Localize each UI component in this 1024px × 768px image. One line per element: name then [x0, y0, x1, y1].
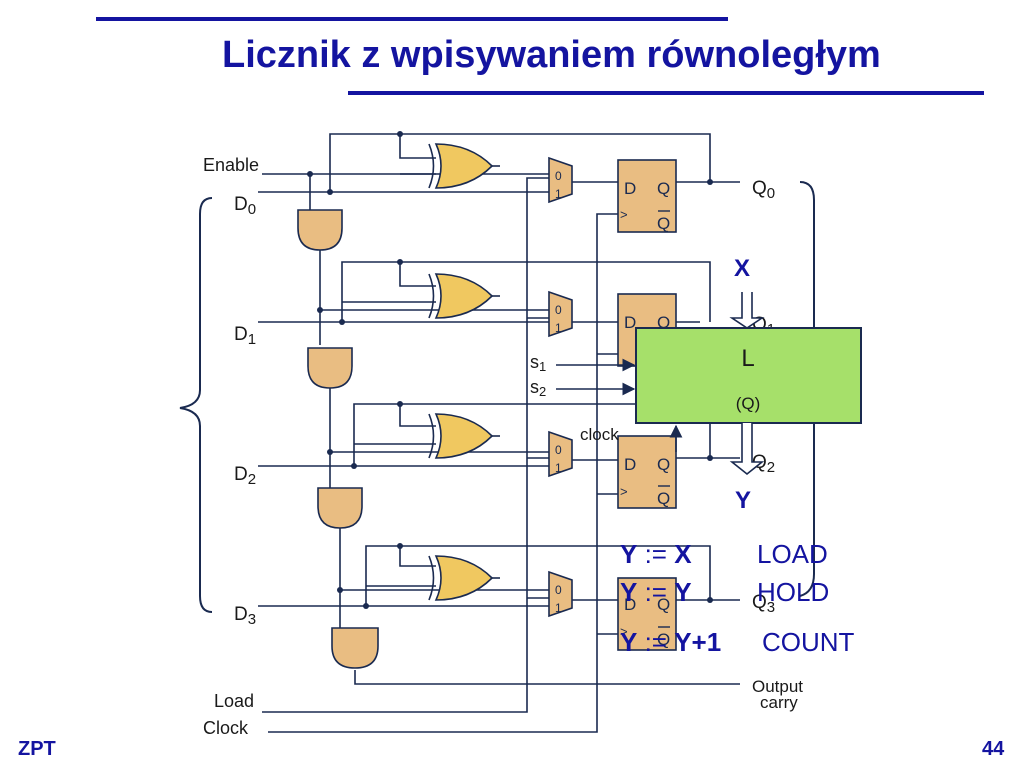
title-bar-bottom [348, 91, 984, 95]
xor-gate-0 [428, 143, 494, 189]
xor-gate-3 [428, 555, 494, 601]
mode-load: Y := X [620, 539, 692, 569]
output-carry-line2: carry [760, 693, 798, 712]
mux-0-in1-label: 1 [555, 187, 562, 201]
and-gates [297, 209, 379, 669]
ff-2-d-pin: D [624, 455, 636, 474]
flip-flop-3: D Q Q > [617, 577, 677, 651]
ff-3-clk-pin: > [620, 624, 628, 639]
logic-block-name: L [741, 345, 754, 372]
mux-3-in1-label: 1 [555, 601, 562, 615]
xor-gates [428, 143, 494, 601]
overlay-clock-label: clock [580, 425, 619, 444]
q3-label: Q3 [752, 592, 775, 616]
page-number: 44 [982, 738, 1005, 760]
mux-2-in1-label: 1 [555, 461, 562, 475]
mode-table: Y := X LOAD Y := Y HOLD Y := Y+1 COUNT [620, 539, 855, 657]
and-gate-2 [317, 487, 363, 529]
junction-dots [307, 131, 713, 609]
mux-0-in0-label: 0 [555, 169, 562, 183]
load-label: Load [214, 691, 254, 711]
d3-label: D3 [234, 604, 256, 628]
y-output-label: Y [735, 487, 751, 514]
x-input-label: X [734, 255, 750, 282]
ff-3-d-pin: D [624, 595, 636, 614]
clock-label: Clock [203, 718, 249, 738]
input-labels: Enable D0 D1 D2 D3 Load Clock [203, 155, 259, 738]
mux-1: 0 1 [548, 290, 573, 338]
ff-0-q-pin: Q [657, 179, 670, 198]
d2-label: D2 [234, 464, 256, 488]
y-output-arrow [729, 423, 765, 476]
d0-label: D0 [234, 194, 256, 218]
ff-0-qbar-pin: Q [657, 214, 670, 233]
mode-hold: Y := Y [620, 577, 692, 607]
mode-hold-name: HOLD [757, 577, 829, 607]
flip-flop-2: D Q Q > [617, 435, 677, 509]
ff-1-d-pin: D [624, 313, 636, 332]
and-gate-0 [297, 209, 343, 251]
page-title: Licznik z wpisywaniem równoległym [222, 34, 881, 76]
enable-label: Enable [203, 155, 259, 175]
s1-label: s1 [530, 352, 546, 374]
mux-1-in1-label: 1 [555, 321, 562, 335]
state-machine-overlay: X L (Q) s1 s2 clock Y [530, 255, 862, 514]
mux-1-in0-label: 0 [555, 303, 562, 317]
ff-2-clk-pin: > [620, 484, 628, 499]
d1-label: D1 [234, 324, 256, 348]
xor-gate-2 [428, 413, 494, 459]
footer-left: ZPT [18, 738, 56, 760]
mux-2-in0-label: 0 [555, 443, 562, 457]
xor-gate-1 [428, 273, 494, 319]
and-gate-1 [307, 347, 353, 389]
multiplexers: 0 1 0 1 0 1 0 1 [548, 156, 573, 618]
mux-3: 0 1 [548, 570, 573, 618]
mode-count: Y := Y+1 [620, 627, 721, 657]
q0-label: Q0 [752, 178, 775, 202]
ff-2-qbar-pin: Q [657, 489, 670, 508]
mux-3-in0-label: 0 [555, 583, 562, 597]
mode-load-name: LOAD [757, 539, 828, 569]
ff-0-clk-pin: > [620, 207, 628, 222]
mode-count-name: COUNT [762, 627, 855, 657]
output-carry-line1: Output [752, 677, 803, 696]
ff-0-d-pin: D [624, 179, 636, 198]
mux-0: 0 1 [548, 156, 573, 204]
and-gate-3 [331, 627, 379, 669]
mux-2: 0 1 [548, 430, 573, 478]
ff-3-qbar-pin: Q [657, 630, 670, 649]
s2-label: s2 [530, 377, 546, 399]
ff-3-q-pin: Q [657, 595, 670, 614]
wires [179, 133, 815, 733]
logic-block-arg: (Q) [736, 394, 761, 413]
title-bar-top [96, 17, 728, 21]
flip-flop-0: D Q Q > [617, 159, 677, 233]
ff-2-q-pin: Q [657, 455, 670, 474]
